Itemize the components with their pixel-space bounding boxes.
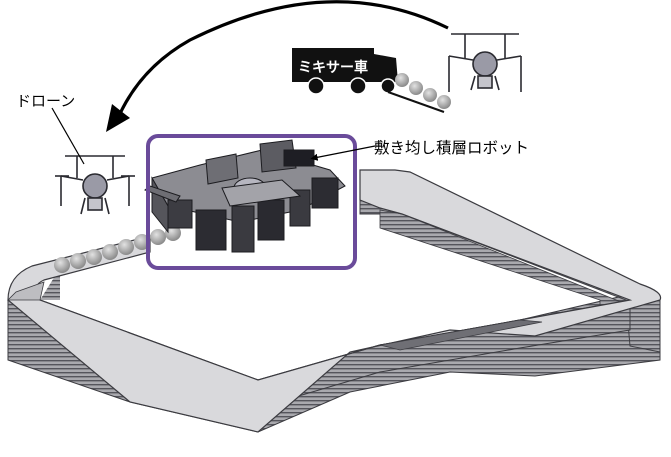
concrete-ball-icon — [54, 257, 70, 273]
concrete-ball-icon — [70, 253, 86, 269]
curved-arrow-icon — [116, 0, 449, 119]
drone-icon — [448, 33, 522, 92]
concrete-ball-icon — [409, 81, 423, 95]
concrete-ball-icon — [395, 73, 409, 87]
robot-icon — [144, 139, 346, 253]
mixer-truck-icon — [292, 48, 398, 95]
drone-leader-line — [51, 107, 85, 165]
concrete-ball-icon — [118, 239, 134, 255]
mixer-truck-label: ミキサー車 — [298, 60, 368, 76]
concrete-ball-icon — [86, 249, 102, 265]
robot-highlight-box — [146, 134, 357, 270]
concrete-ball-icon — [165, 225, 181, 241]
drone-label: ドローン — [16, 92, 76, 110]
concrete-ball-icon — [102, 244, 118, 260]
printed-wall — [7, 169, 662, 433]
concrete-ball-icon — [150, 229, 166, 245]
robot-label: 敷き均し積層ロボット — [374, 139, 530, 157]
drone-icon — [55, 155, 135, 215]
robot-leader-line — [310, 145, 376, 161]
concrete-ball-icon — [437, 95, 451, 109]
arrowhead-icon — [106, 104, 130, 132]
truck-chute — [387, 91, 445, 113]
concrete-ball-row — [54, 225, 181, 273]
concrete-ball-icon — [423, 88, 437, 102]
